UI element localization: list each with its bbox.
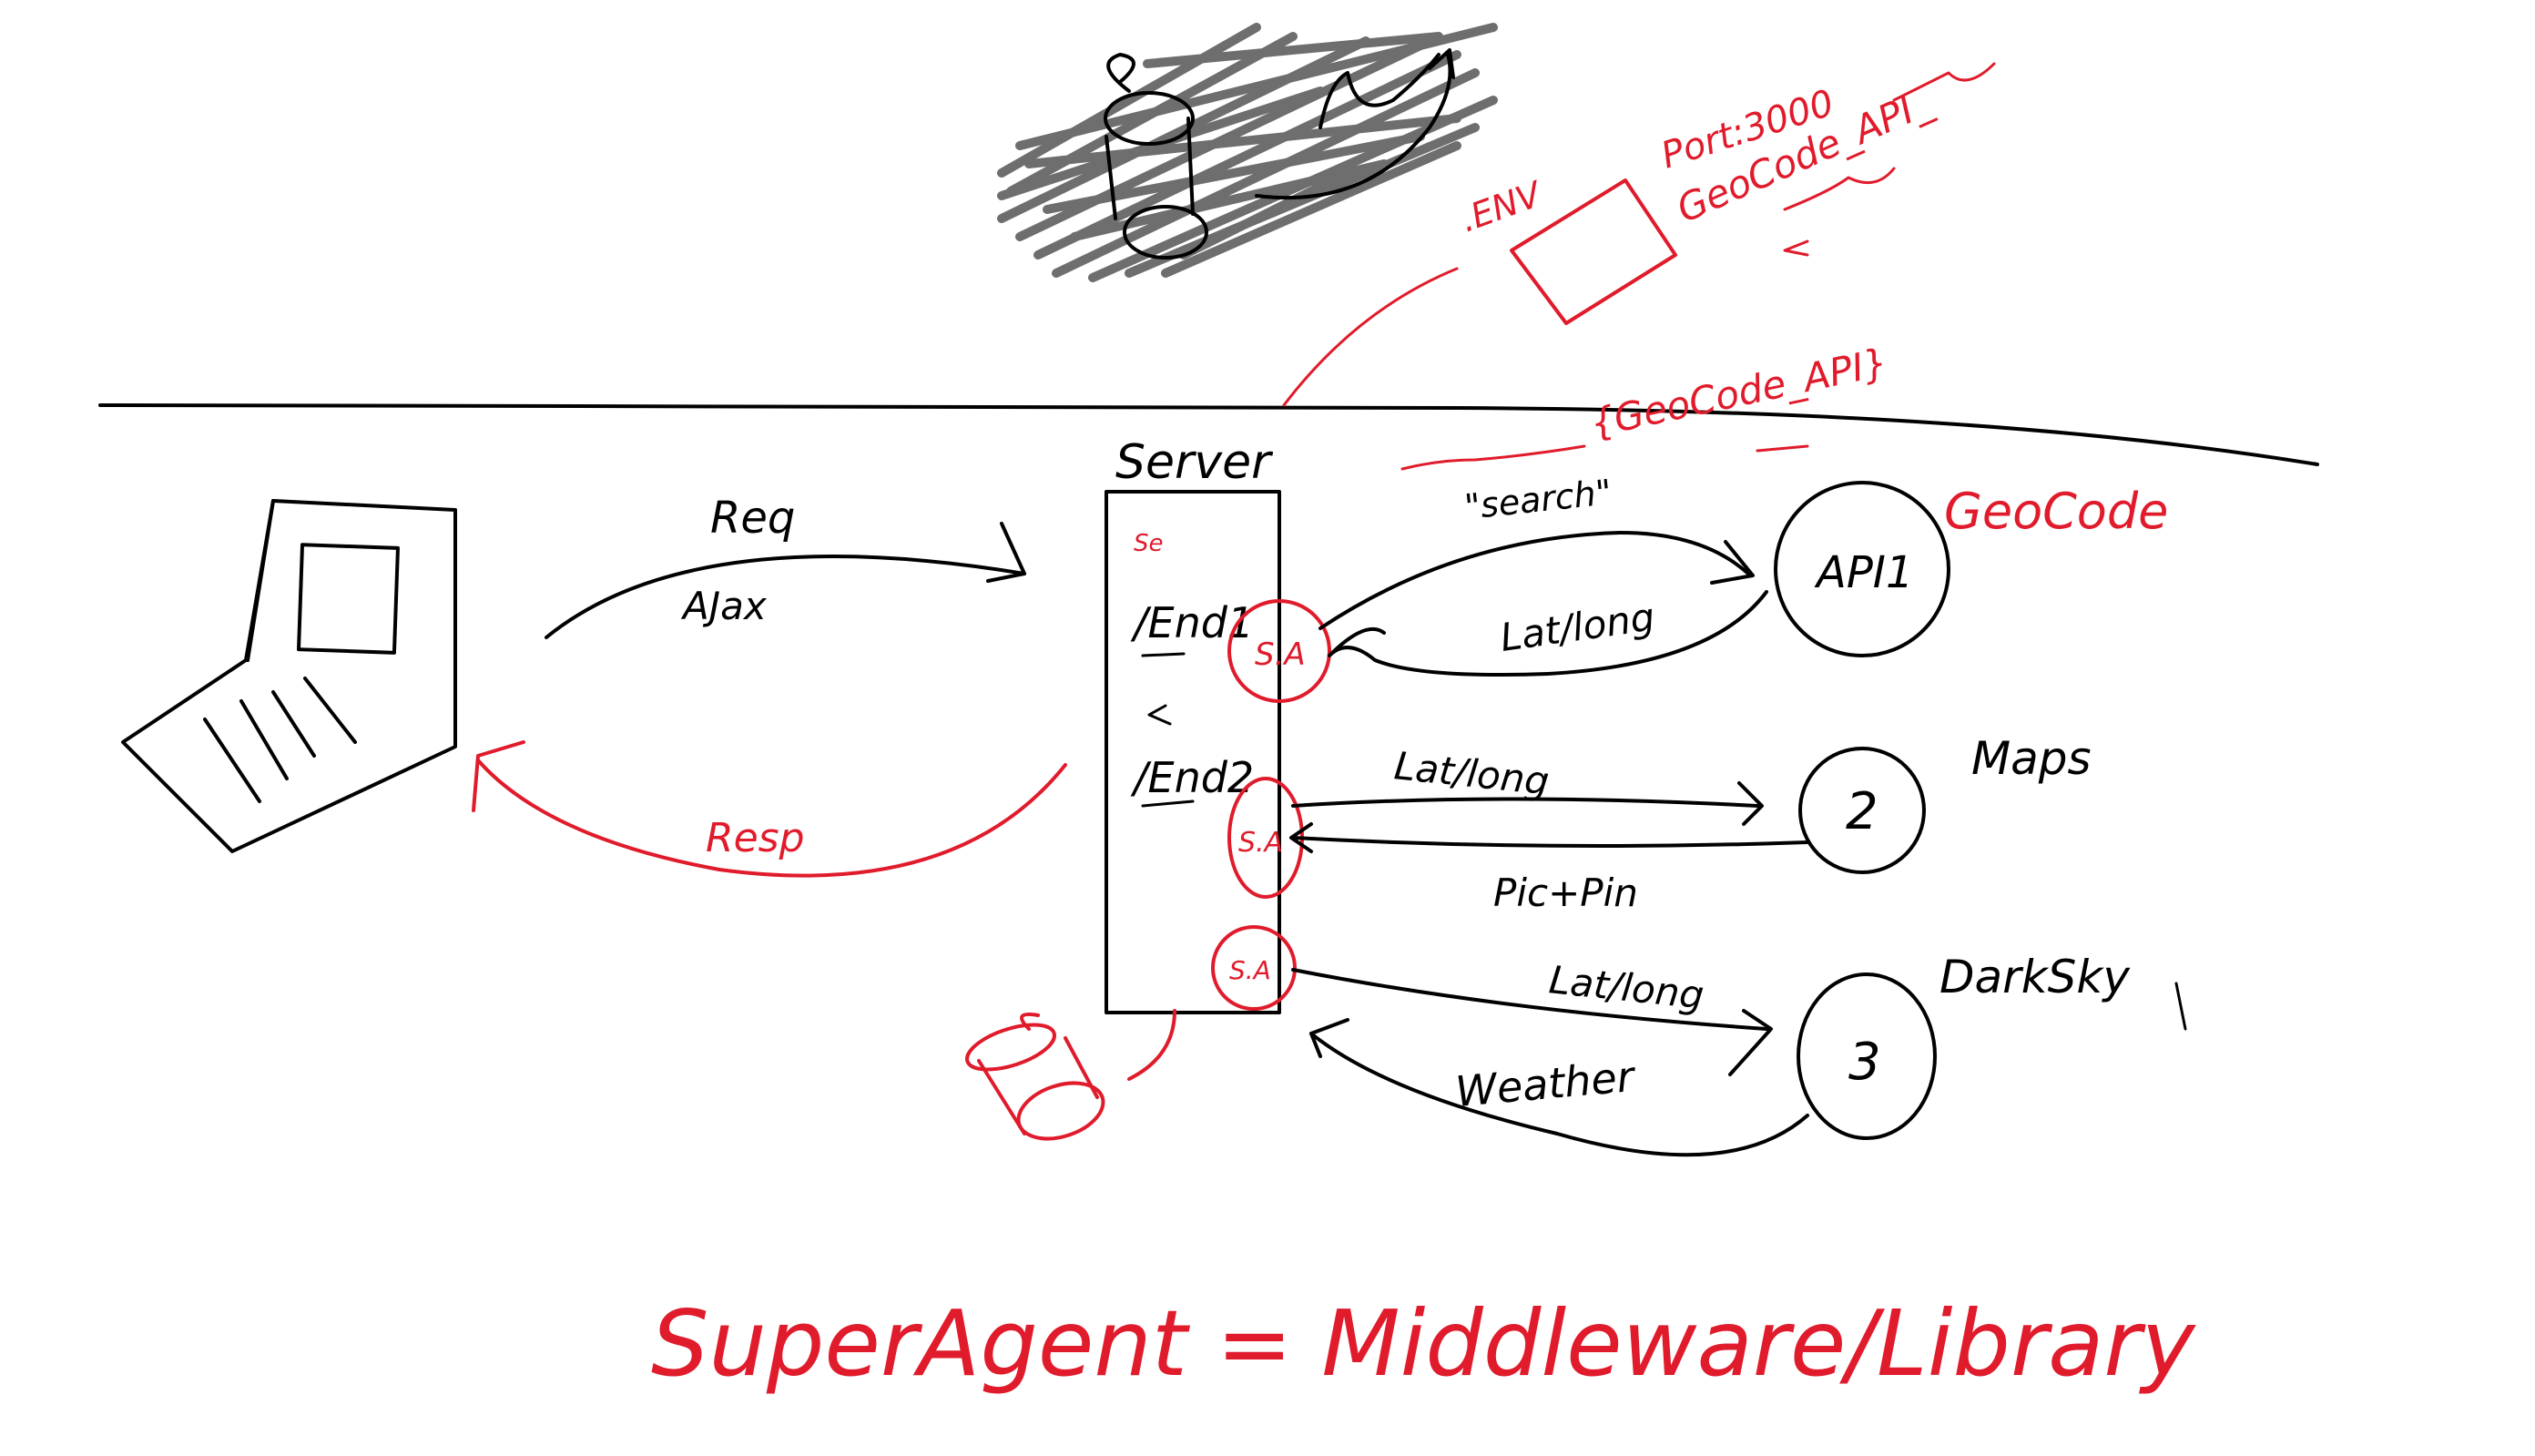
server-se-label: Se	[1134, 530, 1164, 557]
separator-line	[98, 403, 2319, 466]
geocode-api-var-note: {GeoCode_API}	[1586, 340, 1891, 446]
superagent-node-2: S.A	[1227, 777, 1304, 899]
superagent-node-1: S.A	[1227, 599, 1331, 703]
geocode-service-label: GeoCode	[1944, 483, 2168, 540]
latlong-return-label-1: Lat/long	[1498, 595, 1658, 660]
ajax-label: AJax	[680, 584, 768, 628]
api-3-label: 3	[1848, 1033, 1881, 1092]
api-darksky-group: 3 DarkSky Lat/long Weather	[1291, 951, 2187, 1157]
api-geocode-group: API1 GeoCode "search" Lat/long	[1318, 472, 2168, 677]
api-1-label: API1	[1814, 547, 1913, 598]
server-label: Server	[1115, 435, 1274, 490]
endpoint-1-label: /End1	[1130, 598, 1254, 647]
superagent-node-3: S.A	[1211, 925, 1297, 1011]
api-2-label: 2	[1846, 782, 1878, 841]
laptop-icon	[121, 499, 457, 853]
weather-label: Weather	[1453, 1052, 1638, 1116]
server-box: Server Se /End1 /End2	[1105, 435, 1281, 1014]
darksky-service-label: DarkSky	[1939, 951, 2131, 1003]
footer-superagent-note: SuperAgent = Middleware/Library	[651, 1290, 2197, 1397]
database-icon	[965, 1009, 1176, 1141]
scribbled-out-sketch	[997, 23, 1498, 282]
request-arrow: Req AJax	[545, 493, 1026, 639]
resp-label: Resp	[706, 815, 805, 861]
api-maps-group: 2 Maps Lat/long Pic+Pin	[1289, 732, 2092, 915]
env-label: .ENV	[1455, 173, 1549, 239]
search-query-label: "search"	[1462, 472, 1614, 527]
latlong-send-label-3: Lat/long	[1547, 957, 1706, 1018]
superagent-label-2: S.A	[1238, 827, 1283, 859]
env-file-box	[1510, 178, 1677, 325]
maps-service-label: Maps	[1971, 732, 2092, 785]
superagent-label-3: S.A	[1229, 955, 1271, 985]
req-label: Req	[710, 493, 795, 544]
superagent-label-1: S.A	[1255, 636, 1306, 673]
endpoint-2-label: /End2	[1130, 753, 1254, 802]
response-arrow: Resp	[472, 740, 1067, 878]
latlong-send-label-2: Lat/long	[1392, 743, 1552, 804]
pic-pin-label: Pic+Pin	[1493, 871, 1638, 915]
